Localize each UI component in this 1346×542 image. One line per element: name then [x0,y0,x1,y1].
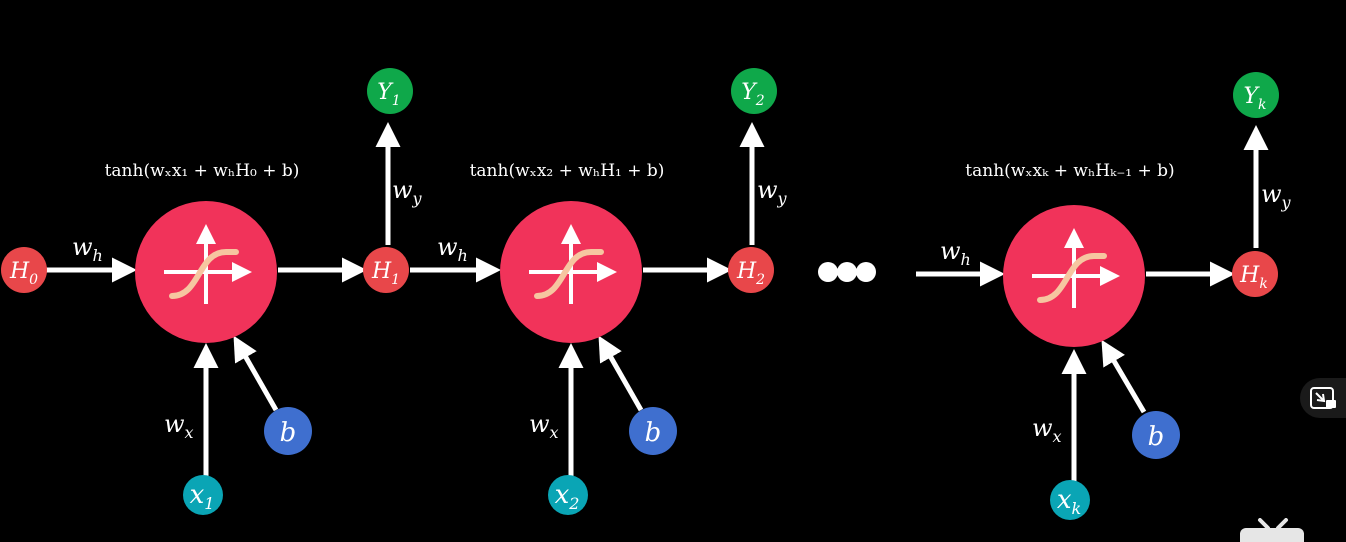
bias-b2: b [629,407,677,455]
picture-in-picture-button[interactable] [1300,378,1346,418]
hidden-state-h1: H1 [363,247,409,293]
svg-text:x2: x2 [555,480,580,513]
input-x2: x2 [548,475,588,515]
weight-wh-k: wh [940,237,971,269]
weight-wx-k: wx [1032,414,1062,446]
rnn-cell-1: tanh(wₓx₁ + wₕH₀ + b) H0 H1 Y1 x1 [1,68,423,515]
output-y2: Y2 [731,68,777,114]
svg-text:Hk: Hk [1239,263,1268,292]
output-y1: Y1 [367,68,413,114]
tanh-activation-icon [164,224,252,304]
hidden-state-hk: Hk [1232,251,1278,297]
output-yk: Yk [1233,72,1279,118]
weight-wy-1: wy [392,176,423,208]
rnn-cell-k: tanh(wₓxₖ + wₕHₖ₋₁ + b) Hk Yk xk b wh [916,72,1292,520]
svg-text:b: b [645,418,662,448]
weight-wy-2: wy [757,176,788,208]
svg-text:H0: H0 [9,259,38,288]
input-x1: x1 [183,475,223,515]
weight-wx-1: wx [164,410,194,442]
svg-text:Y2: Y2 [741,80,765,109]
weight-wh-2: wh [437,233,468,265]
svg-text:H2: H2 [736,259,765,288]
input-xk: xk [1050,480,1090,520]
bias-bk: b [1132,411,1180,459]
svg-text:H1: H1 [371,259,400,288]
picture-in-picture-icon [1310,387,1336,409]
tanh-activation-icon [529,224,617,304]
svg-text:xk: xk [1057,485,1081,518]
bias-b1: b [264,407,312,455]
cell-1-bias-arrow [233,335,279,412]
weight-wh-1: wh [72,233,103,265]
cell-k-formula: tanh(wₓxₖ + wₕHₖ₋₁ + b) [965,161,1174,181]
tv-icon [1240,518,1304,542]
svg-text:b: b [280,418,297,448]
tanh-activation-icon [1032,228,1120,308]
weight-wx-2: wx [529,410,559,442]
weight-wy-k: wy [1261,180,1292,212]
svg-text:x1: x1 [190,480,215,513]
h0-sub: 0 [29,272,38,288]
svg-text:b: b [1148,422,1165,452]
cell-1-formula: tanh(wₓx₁ + wₕH₀ + b) [105,161,300,181]
hidden-state-h0: H0 [1,247,47,293]
svg-text:Y1: Y1 [377,80,400,109]
svg-text:Yk: Yk [1243,84,1266,113]
cell-2-formula: tanh(wₓx₂ + wₕH₁ + b) [470,161,665,181]
ellipsis-dots-icon [818,262,876,282]
rnn-cell-2: tanh(wₓx₂ + wₕH₁ + b) H2 Y2 x2 b wh [410,68,788,515]
hidden-state-h2: H2 [728,247,774,293]
h0-base: H [9,259,30,284]
